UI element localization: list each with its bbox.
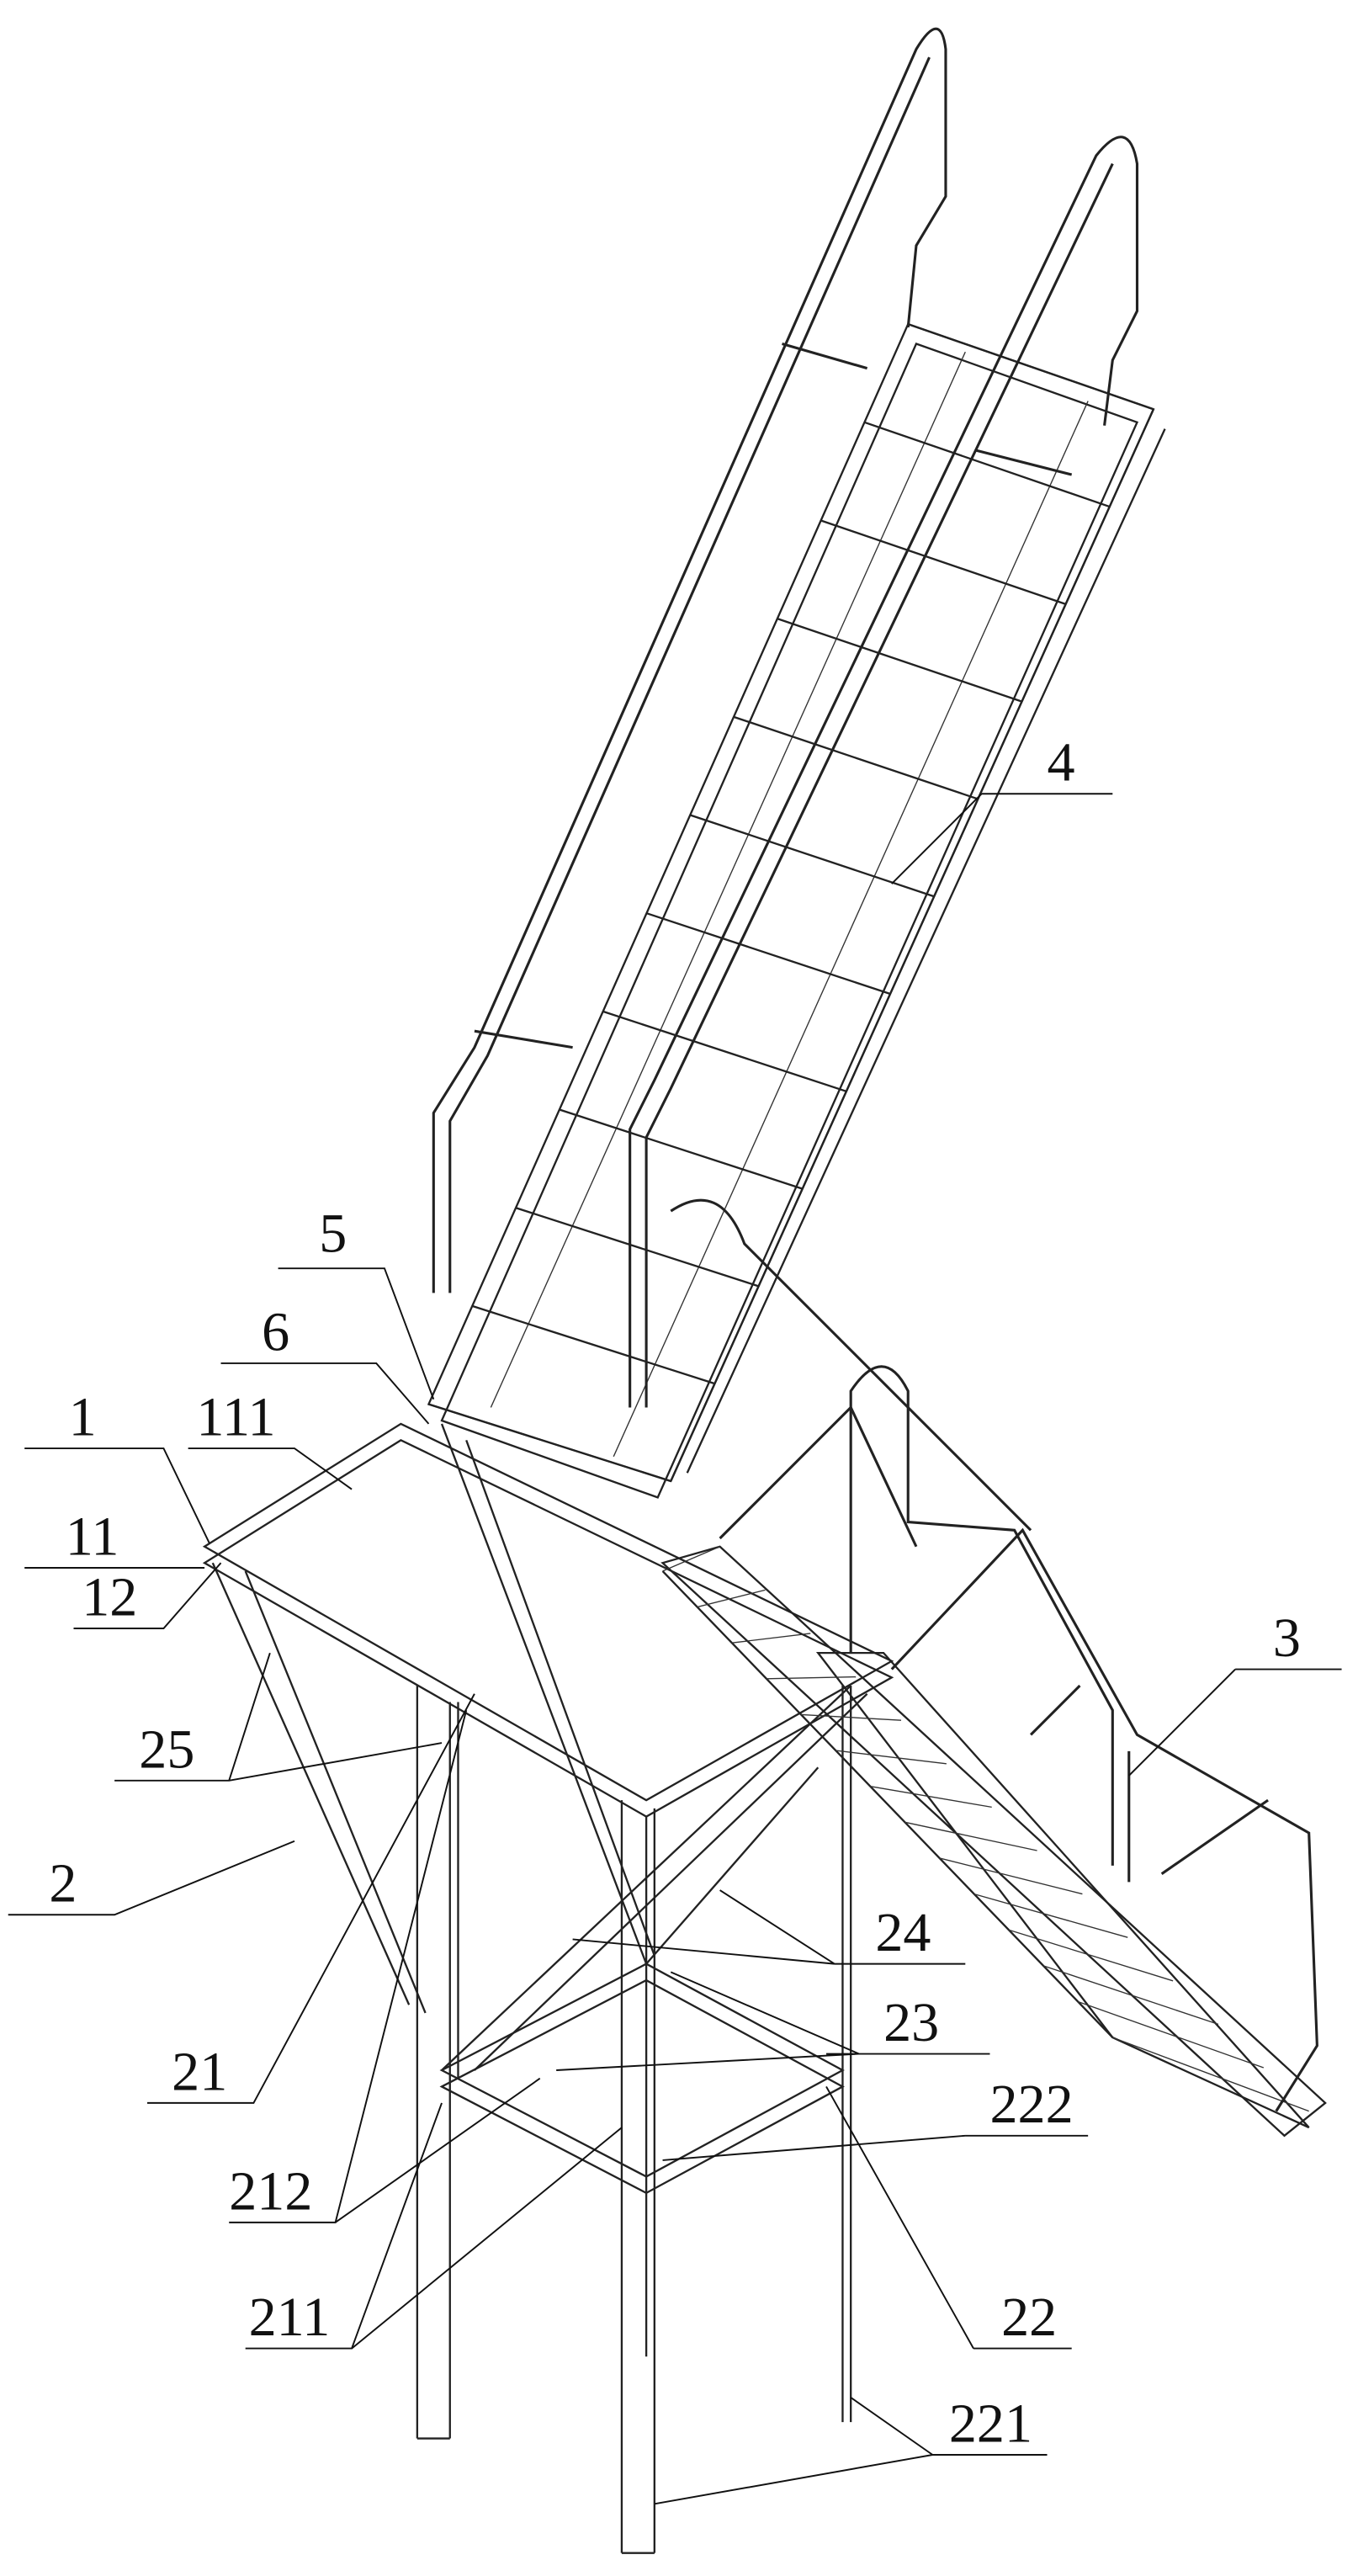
label-212: 212 — [229, 2160, 312, 2222]
lower-stair-tread — [663, 1547, 720, 1571]
label-5: 5 — [319, 1203, 347, 1265]
label-12: 12 — [82, 1566, 137, 1628]
label-24: 24 — [875, 1902, 931, 1963]
label-111: 111 — [196, 1387, 275, 1448]
label-2: 2 — [49, 1853, 77, 1915]
label-23: 23 — [883, 1992, 939, 2053]
stair-tread — [603, 1012, 846, 1091]
stair-tread — [690, 815, 934, 897]
label-4: 4 — [1048, 732, 1075, 794]
lower-stair-tread — [767, 1677, 856, 1679]
lower-stair-tread — [1078, 2001, 1264, 2068]
label-6: 6 — [262, 1301, 289, 1362]
stair-tread — [560, 1110, 803, 1189]
lower-stair-tread — [1043, 1966, 1218, 2025]
lower-staircase — [663, 1200, 1326, 2136]
label-21: 21 — [172, 2041, 227, 2102]
label-22: 22 — [1001, 2287, 1057, 2348]
stair-tread — [472, 1306, 714, 1384]
stair-tread — [646, 913, 890, 994]
label-3: 3 — [1273, 1607, 1301, 1669]
stair-tread — [516, 1208, 759, 1286]
label-1: 1 — [69, 1387, 97, 1448]
platform — [204, 1424, 892, 2553]
label-222: 222 — [989, 2074, 1073, 2135]
label-221: 221 — [949, 2393, 1032, 2454]
label-211: 211 — [249, 2287, 331, 2348]
lower-stair-tread — [698, 1590, 766, 1607]
label-11: 11 — [66, 1506, 119, 1567]
lower-stair-tread — [835, 1750, 947, 1764]
label-25: 25 — [139, 1718, 194, 1780]
lower-stair-tread — [940, 1858, 1083, 1894]
stair-tread — [428, 1405, 671, 1481]
